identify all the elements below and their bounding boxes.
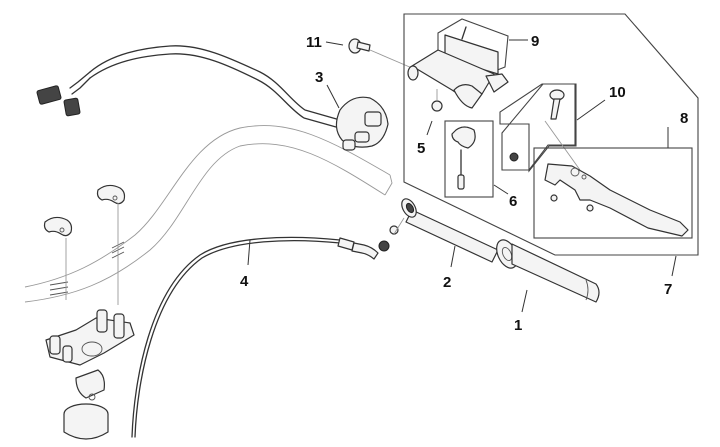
throttle-cable [131, 217, 405, 438]
bushing [431, 89, 443, 112]
handlebar-clamp-left [43, 216, 73, 237]
pivot-bolt-group [499, 83, 581, 173]
callout-2: 2 [443, 274, 451, 291]
handlebar-clamp-right [96, 184, 126, 205]
handlebar-riser-mount [45, 309, 135, 440]
callout-4: 4 [240, 273, 249, 290]
handlebar-grip [496, 239, 600, 303]
handlebar [24, 125, 393, 303]
callout-8: 8 [680, 110, 688, 127]
callout-10: 10 [609, 84, 626, 101]
callout-9: 9 [531, 33, 539, 50]
callout-labels: 1 2 3 4 5 6 7 8 9 10 11 [240, 33, 688, 334]
clamp-with-screw [444, 120, 494, 198]
master-cylinder [407, 18, 509, 109]
switch-assembly [36, 45, 389, 151]
callout-3: 3 [315, 69, 323, 86]
banjo-bolt [348, 38, 413, 69]
callout-11: 11 [306, 34, 322, 51]
brake-lever [533, 147, 693, 239]
leader-lines [247, 39, 677, 313]
callout-5: 5 [417, 140, 425, 157]
throttle-sleeve [401, 198, 499, 263]
master-cylinder-group-frame [403, 13, 699, 256]
callout-1: 1 [514, 317, 522, 334]
callout-7: 7 [664, 281, 672, 298]
callout-6: 6 [509, 193, 517, 210]
